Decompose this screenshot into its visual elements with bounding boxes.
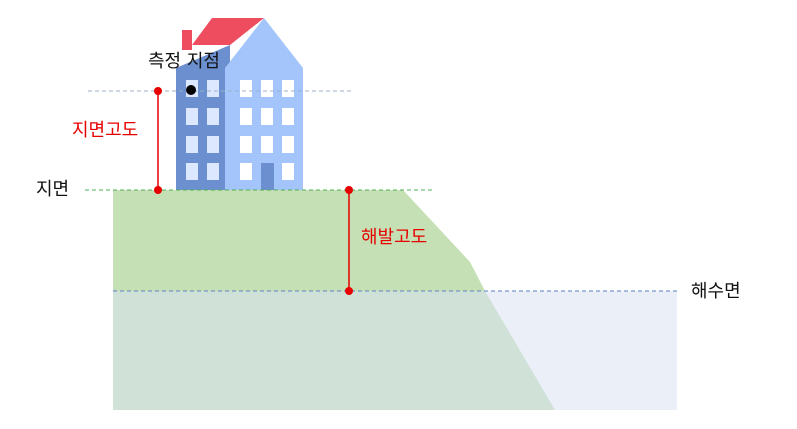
altitude-top-marker — [345, 186, 353, 194]
measurement-point-marker — [186, 85, 196, 95]
land-above-sea — [113, 190, 485, 291]
measurement-point-label: 측정 지점 — [148, 51, 220, 72]
sea-level-label: 해수면 — [691, 281, 741, 302]
ground-height-top-marker — [154, 87, 162, 95]
ground-height-bottom-marker — [154, 186, 162, 194]
building-door — [261, 163, 274, 190]
building-roof — [182, 18, 264, 45]
front-windows — [240, 80, 294, 180]
side-windows — [186, 80, 219, 180]
altitude-label: 해발고도 — [361, 227, 428, 248]
ground-label: 지면 — [36, 179, 70, 200]
building — [176, 18, 303, 190]
chimney — [182, 30, 192, 50]
land-below-sea — [113, 291, 555, 410]
ground-height-label: 지면고도 — [72, 120, 139, 141]
altitude-bottom-marker — [345, 287, 353, 295]
